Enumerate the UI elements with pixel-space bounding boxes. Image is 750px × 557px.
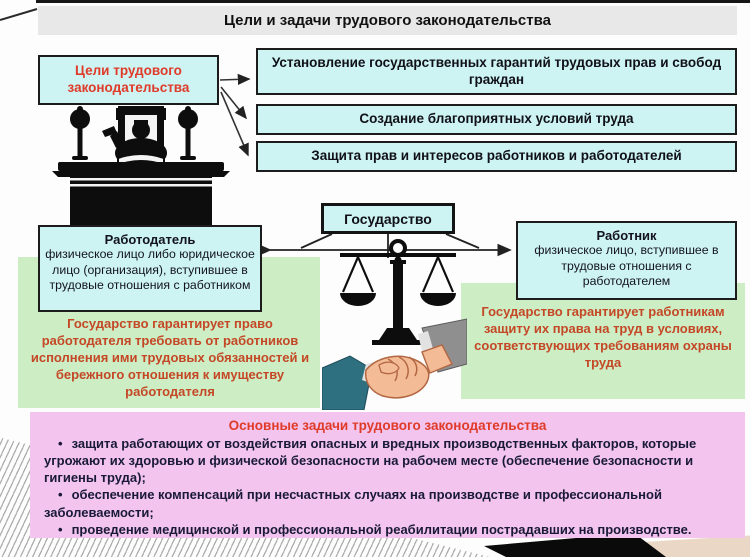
tasks-title: Основные задачи трудового законодательст… bbox=[228, 418, 547, 433]
employee-title: Работник bbox=[596, 228, 657, 243]
employee-guarantee-text: Государство гарантирует работникам защит… bbox=[474, 304, 732, 370]
task-item-3: • проведение медицинской и профессиональн… bbox=[44, 521, 731, 538]
bullet-marker: • bbox=[58, 521, 63, 537]
goal-item-1: Установление государственных гарантий тр… bbox=[256, 48, 737, 95]
state-box: Государство bbox=[321, 203, 455, 234]
bullet-marker: • bbox=[58, 436, 63, 451]
tasks-panel: Основные задачи трудового законодательст… bbox=[30, 412, 745, 538]
goal-item-3: Защита прав и интересов работников и раб… bbox=[256, 141, 737, 172]
employer-title: Работодатель bbox=[104, 232, 196, 247]
goal-item-2: Создание благоприятных условий труда bbox=[256, 104, 737, 135]
task-text-2: обеспечение компенсаций при несчастных с… bbox=[44, 487, 662, 520]
handshake-image bbox=[322, 318, 467, 410]
scales-of-justice-icon bbox=[340, 239, 456, 345]
employee-description: физическое лицо, вступившее в трудовые о… bbox=[534, 243, 719, 289]
employer-description: физическое лицо либо юридическое лицо (о… bbox=[45, 247, 255, 293]
bullet-marker: • bbox=[58, 487, 63, 503]
employer-box: Работодатель физическое лицо либо юридич… bbox=[38, 225, 262, 312]
employer-guarantee-text: Государство гарантирует право работодате… bbox=[30, 316, 310, 399]
task-text-1: защита работающих от воздействия опасных… bbox=[44, 436, 697, 486]
top-border-line bbox=[36, 0, 750, 3]
judge-bench-icon bbox=[52, 106, 230, 228]
task-item-1: •защита работающих от воздействия опасны… bbox=[44, 435, 731, 486]
task-text-3: проведение медицинской и профессионально… bbox=[71, 521, 692, 537]
goals-label-box: Цели трудового законодательства bbox=[38, 55, 219, 105]
employee-green-panel bbox=[461, 283, 745, 399]
slide-title: Цели и задачи трудового законодательства bbox=[38, 6, 737, 35]
task-item-2: •обеспечение компенсаций при несчастных … bbox=[44, 486, 731, 520]
employee-box: Работник физическое лицо, вступившее в т… bbox=[516, 221, 737, 300]
